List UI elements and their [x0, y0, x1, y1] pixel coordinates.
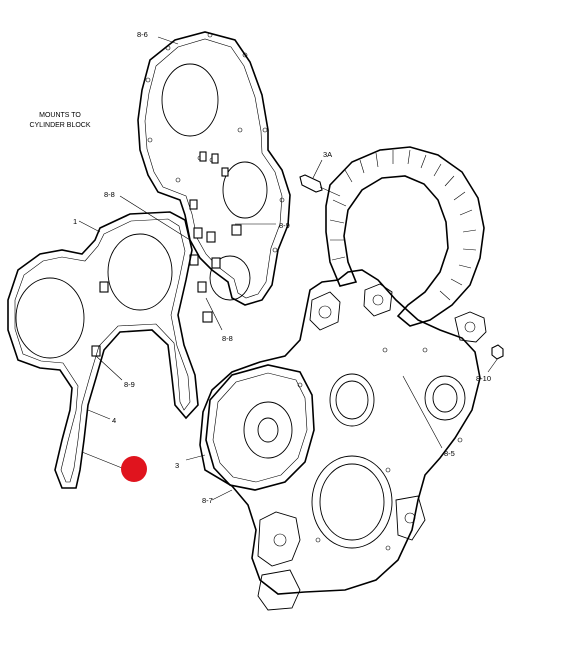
callout-labels: 8-6 3A 8-8 1 8-9 8-8 8-9 4 8-10 8-5 3 8-…	[73, 30, 491, 505]
callout-8-9-left: 8-9	[124, 380, 135, 389]
callout-1: 1	[73, 217, 77, 226]
annotation-line-1: MOUNTS TO	[39, 112, 81, 119]
callout-8-7: 8-7	[202, 496, 213, 505]
callout-4: 4	[112, 416, 116, 425]
annotation-line-2: CYLINDER BLOCK	[29, 122, 90, 129]
front-housing-casting	[199, 146, 504, 611]
callout-3: 3	[175, 461, 179, 470]
upper-gasket	[137, 31, 291, 306]
annotation-text: MOUNTS TO CYLINDER BLOCK	[29, 112, 90, 129]
callout-8-5: 8-5	[444, 449, 455, 458]
leader-lines	[78, 36, 499, 501]
callout-8-6: 8-6	[137, 30, 148, 39]
lower-left-gasket	[7, 211, 199, 489]
bolt-3a	[299, 174, 341, 197]
ring-teeth	[329, 149, 477, 301]
callout-8-8-mid: 8-8	[222, 334, 233, 343]
dowel-pins	[91, 151, 242, 357]
callout-3a: 3A	[323, 150, 332, 159]
red-circle-marker[interactable]	[121, 456, 147, 482]
callout-8-9-right: 8-9	[279, 221, 290, 230]
callout-8-8-top: 8-8	[104, 190, 115, 199]
gasket-bolt-holes	[145, 32, 285, 253]
callout-8-10: 8-10	[476, 374, 491, 383]
